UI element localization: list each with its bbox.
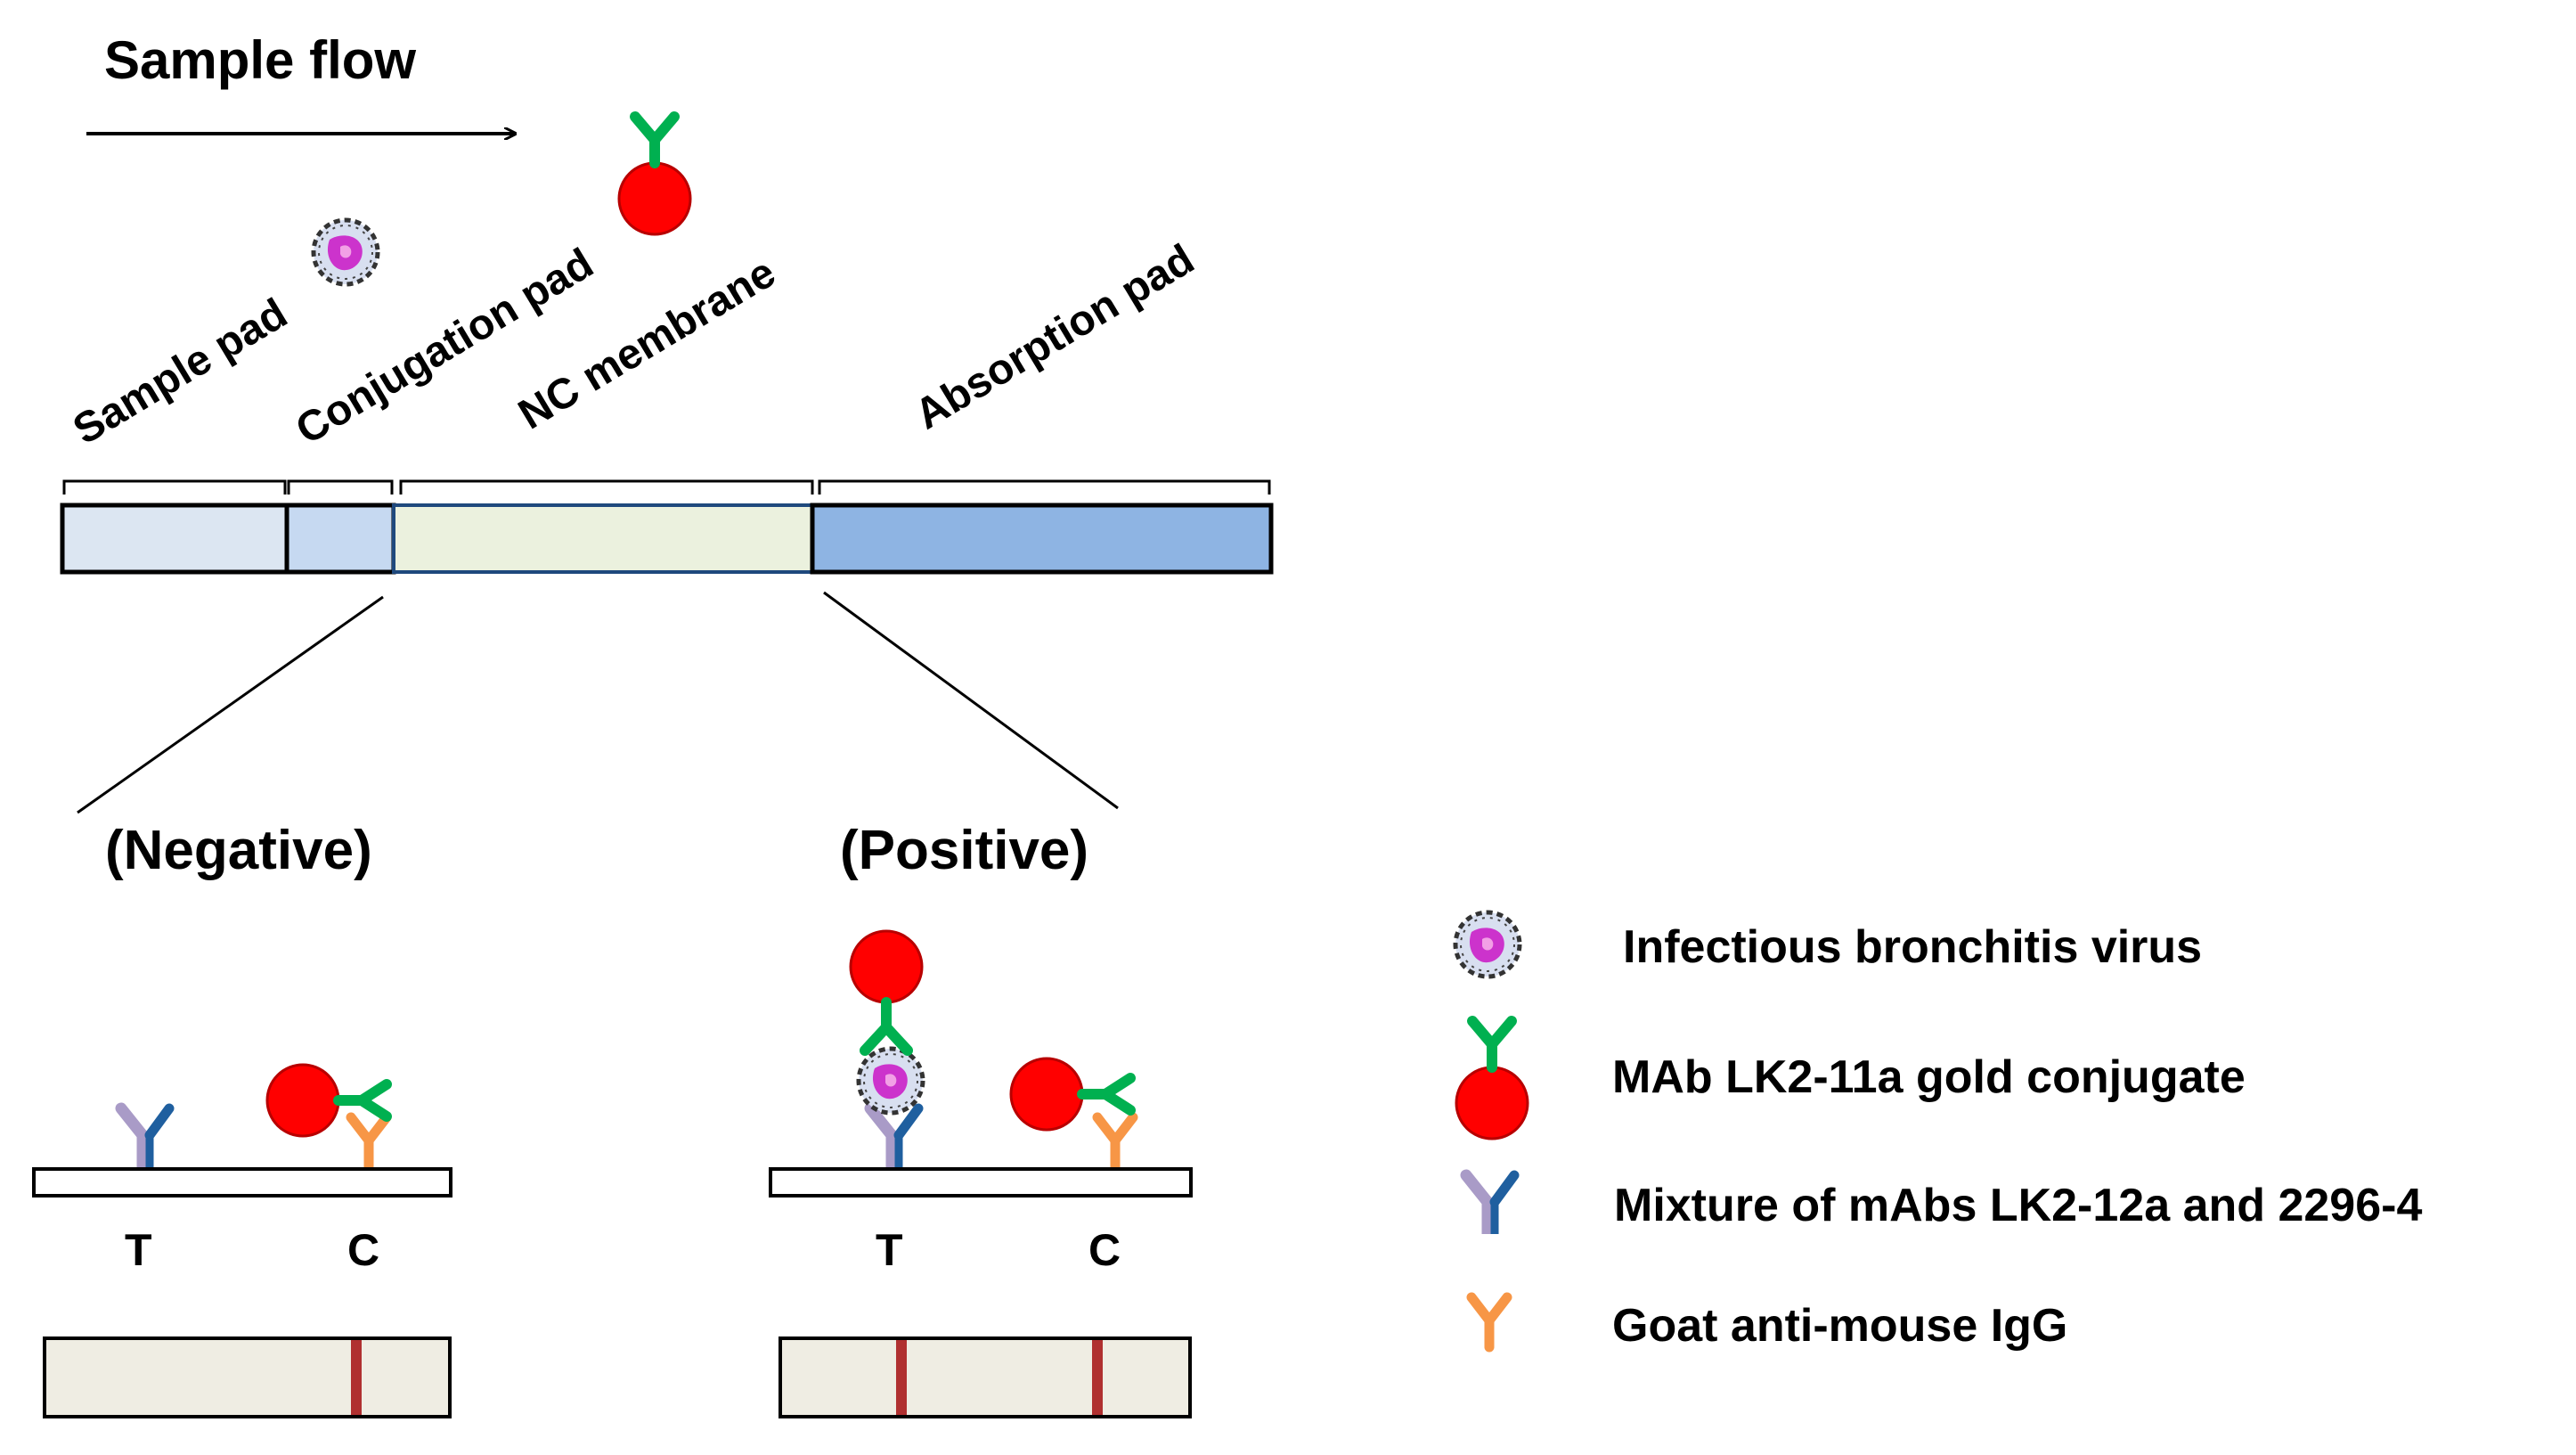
gold-conjugate-icon (619, 117, 690, 234)
positive-membrane-bar (769, 1167, 1193, 1198)
positive-capture-antibody (870, 1108, 918, 1167)
absorption-pad (810, 503, 1274, 575)
nc-membrane (392, 503, 814, 574)
sample-pad-label: Sample pad (65, 290, 295, 454)
positive-c-label: C (1088, 1225, 1121, 1275)
positive-t-label: T (876, 1225, 903, 1275)
legend-gold-conjugate-label: MAb LK2-11a gold conjugate (1612, 1051, 2246, 1103)
positive-top-conjugate (849, 929, 924, 1056)
zoom-line-left (77, 595, 384, 814)
sample-pad (60, 503, 289, 575)
negative-control-band (351, 1340, 362, 1415)
legend-goat-antibody-label: Goat anti-mouse IgG (1612, 1300, 2067, 1352)
positive-bound-conjugate (1011, 1059, 1130, 1130)
positive-bound-virus (859, 1049, 923, 1113)
negative-result-window (43, 1336, 452, 1418)
negative-title: (Negative) (105, 820, 372, 881)
positive-result-window (779, 1336, 1192, 1418)
positive-goat-antibody (1097, 1117, 1133, 1167)
legend-virus-label: Infectious bronchitis virus (1623, 921, 2202, 973)
negative-c-label: C (347, 1225, 379, 1275)
pad-brackets (62, 479, 1271, 495)
negative-membrane-bar (32, 1167, 452, 1198)
positive-title: (Positive) (840, 820, 1088, 881)
sample-flow-label: Sample flow (104, 30, 416, 90)
zoom-line-right (823, 591, 1119, 810)
negative-capture-antibody (121, 1108, 169, 1167)
legend-capture-antibody-label: Mixture of mAbs LK2-12a and 2296-4 (1614, 1180, 2422, 1231)
virus-icon (314, 220, 378, 284)
legend-virus-icon (1455, 912, 1520, 977)
negative-goat-antibody (351, 1117, 387, 1167)
legend-capture-antibody-icon (1466, 1175, 1514, 1234)
positive-control-band (1092, 1340, 1103, 1415)
negative-t-label: T (125, 1225, 152, 1275)
legend: Infectious bronchitis virus MAb LK2-11a … (1455, 912, 2422, 1352)
conjugation-pad (284, 503, 396, 575)
test-strip (60, 503, 1274, 575)
absorption-pad-label: Absorption pad (907, 235, 1202, 438)
legend-gold-conjugate-icon (1456, 1021, 1528, 1139)
negative-bound-conjugate (267, 1065, 387, 1136)
legend-goat-antibody-icon (1471, 1297, 1507, 1347)
positive-test-band (896, 1340, 907, 1415)
